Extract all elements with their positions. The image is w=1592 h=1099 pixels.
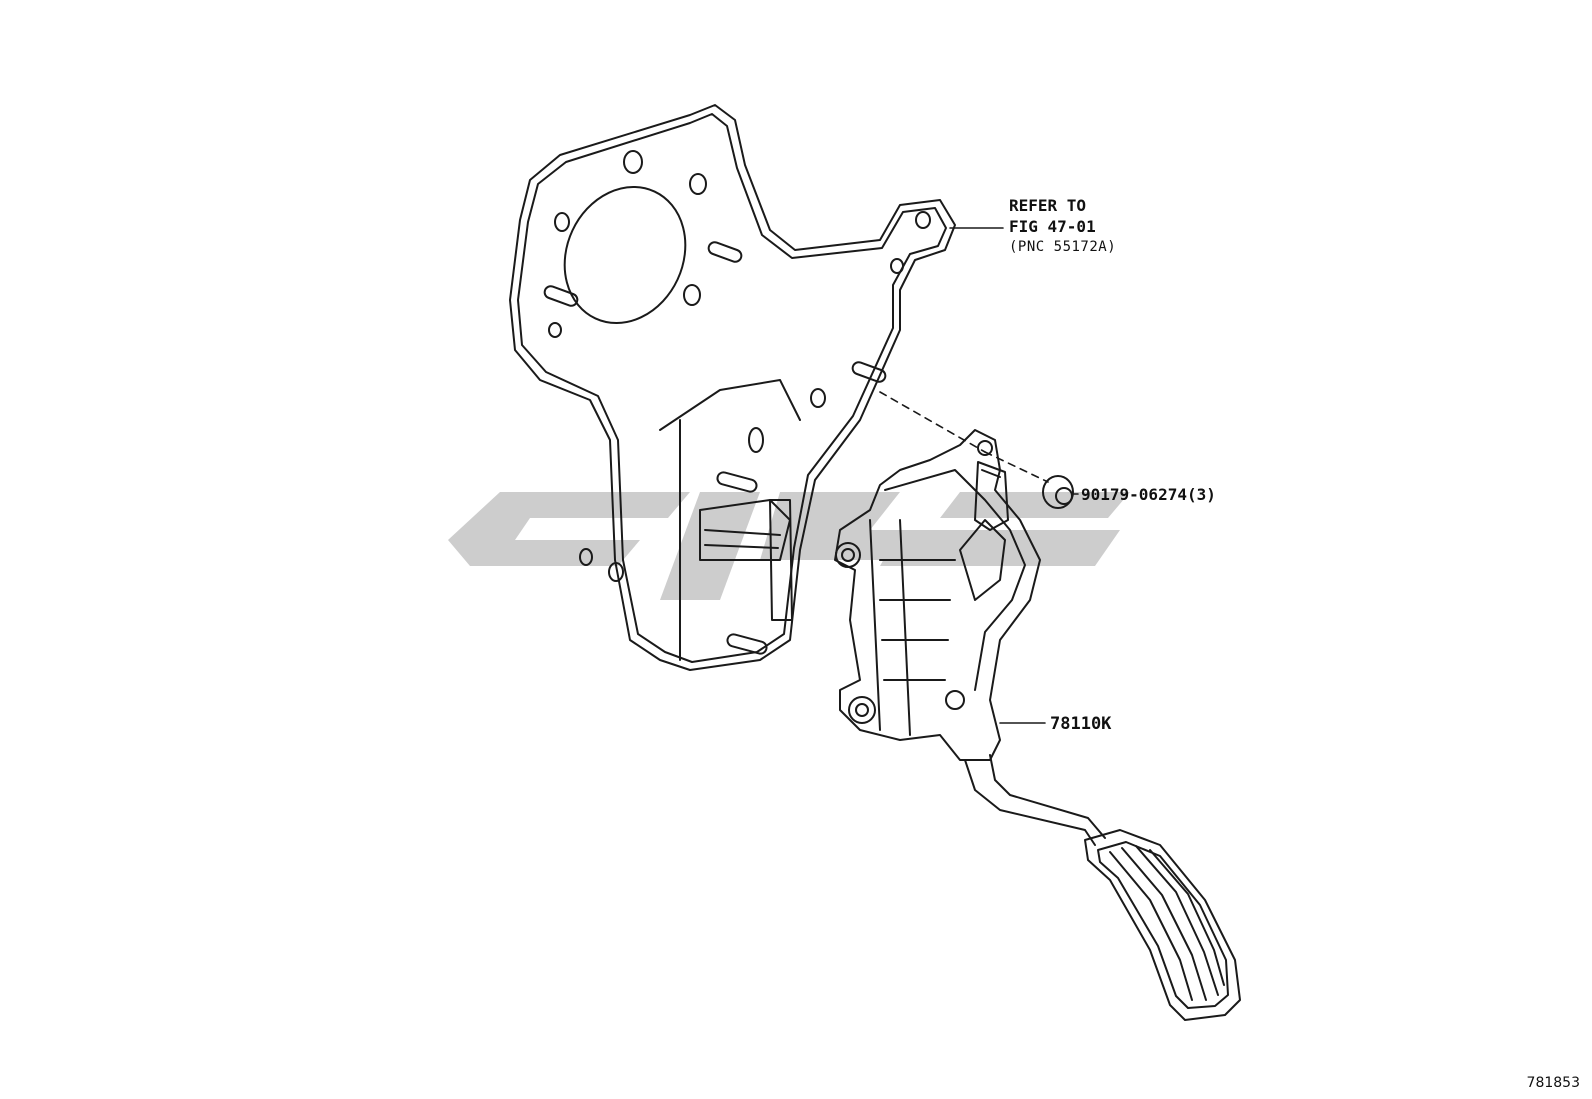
accelerator-pedal-assembly [834, 429, 1241, 1021]
refer-line-3: (PNC 55172A) [1009, 239, 1117, 255]
refer-line-2: FIG 47-01 [1009, 217, 1096, 236]
watermark-logo [448, 492, 1130, 600]
figure-number: 781853 [1526, 1075, 1580, 1091]
pedal-part-number: 78110K [1050, 714, 1112, 734]
refer-callout: REFER TO FIG 47-01 (PNC 55172A) [1009, 195, 1116, 258]
alignment-lines [879, 391, 1049, 483]
pedal-bracket [509, 104, 956, 671]
refer-line-1: REFER TO [1009, 196, 1087, 215]
bolt [1042, 475, 1074, 509]
leader-lines [949, 227, 1079, 724]
bolt-part-number: 90179-06274(3) [1081, 485, 1216, 504]
